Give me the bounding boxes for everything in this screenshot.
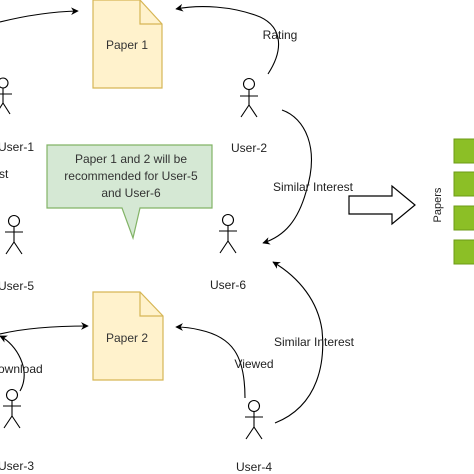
edge-user-4-to-paper-2 — [175, 323, 246, 399]
paper-2-label: Paper 2 — [106, 331, 148, 345]
edge-user-3-to-paper-2 — [0, 335, 25, 392]
edge-user-2-to-paper-1 — [175, 3, 280, 75]
actor-user-4[interactable] — [245, 399, 263, 440]
callout-shape — [46, 144, 213, 241]
user-5-label: User-5 — [0, 279, 34, 293]
paper-2-fold — [139, 292, 163, 317]
paper-2-shape — [92, 291, 164, 381]
edge-label-rating: Rating — [263, 28, 298, 42]
callout-line-2: recommended for User-5 — [64, 169, 198, 183]
user-2-label: User-2 — [231, 141, 267, 155]
user-6-label: User-6 — [210, 278, 246, 292]
user-1-label: User-1 — [0, 140, 34, 154]
actor-user-2[interactable] — [240, 77, 258, 118]
paper-1-document[interactable]: Paper 1 — [92, 0, 163, 89]
paper-1-label: Paper 1 — [106, 38, 148, 52]
edge-label-similar-interest-bottom: Similar Interest — [274, 335, 355, 349]
papers-stack-block-4 — [453, 239, 474, 265]
paper-1-shape — [92, 0, 163, 89]
papers-stack-block-1 — [453, 138, 474, 164]
edge-user-1-to-paper-1 — [0, 7, 79, 23]
actor-user-3[interactable] — [3, 388, 21, 429]
user-1-cut-label: st — [0, 167, 9, 181]
papers-stack — [453, 138, 474, 265]
recommendation-callout: Paper 1 and 2 will be recommended for Us… — [46, 144, 213, 241]
actor-user-6[interactable] — [219, 213, 237, 254]
edge-user-3-to-paper-2-upper — [0, 322, 89, 335]
actor-user-5[interactable] — [5, 214, 23, 255]
user-4-label: User-4 — [236, 460, 272, 474]
papers-stack-block-2 — [453, 171, 474, 197]
paper-2-document[interactable]: Paper 2 — [92, 291, 164, 381]
callout-line-1: Paper 1 and 2 will be — [75, 152, 187, 166]
edge-label-viewed: Viewed — [234, 357, 273, 371]
paper-1-fold — [139, 0, 162, 25]
edge-label-download: ownload — [0, 362, 43, 376]
papers-stack-label: Papers — [432, 187, 444, 222]
block-arrow-to-papers — [348, 184, 416, 226]
papers-stack-block-3 — [453, 205, 474, 231]
edge-user-2-to-user-6 — [262, 109, 312, 245]
edge-label-similar-interest-top: Similar Interest — [273, 180, 354, 194]
user-3-label: User-3 — [0, 459, 34, 473]
edge-user-4-to-user-6 — [272, 261, 324, 424]
actor-user-1[interactable] — [0, 77, 12, 115]
callout-line-3: and User-6 — [101, 186, 161, 200]
